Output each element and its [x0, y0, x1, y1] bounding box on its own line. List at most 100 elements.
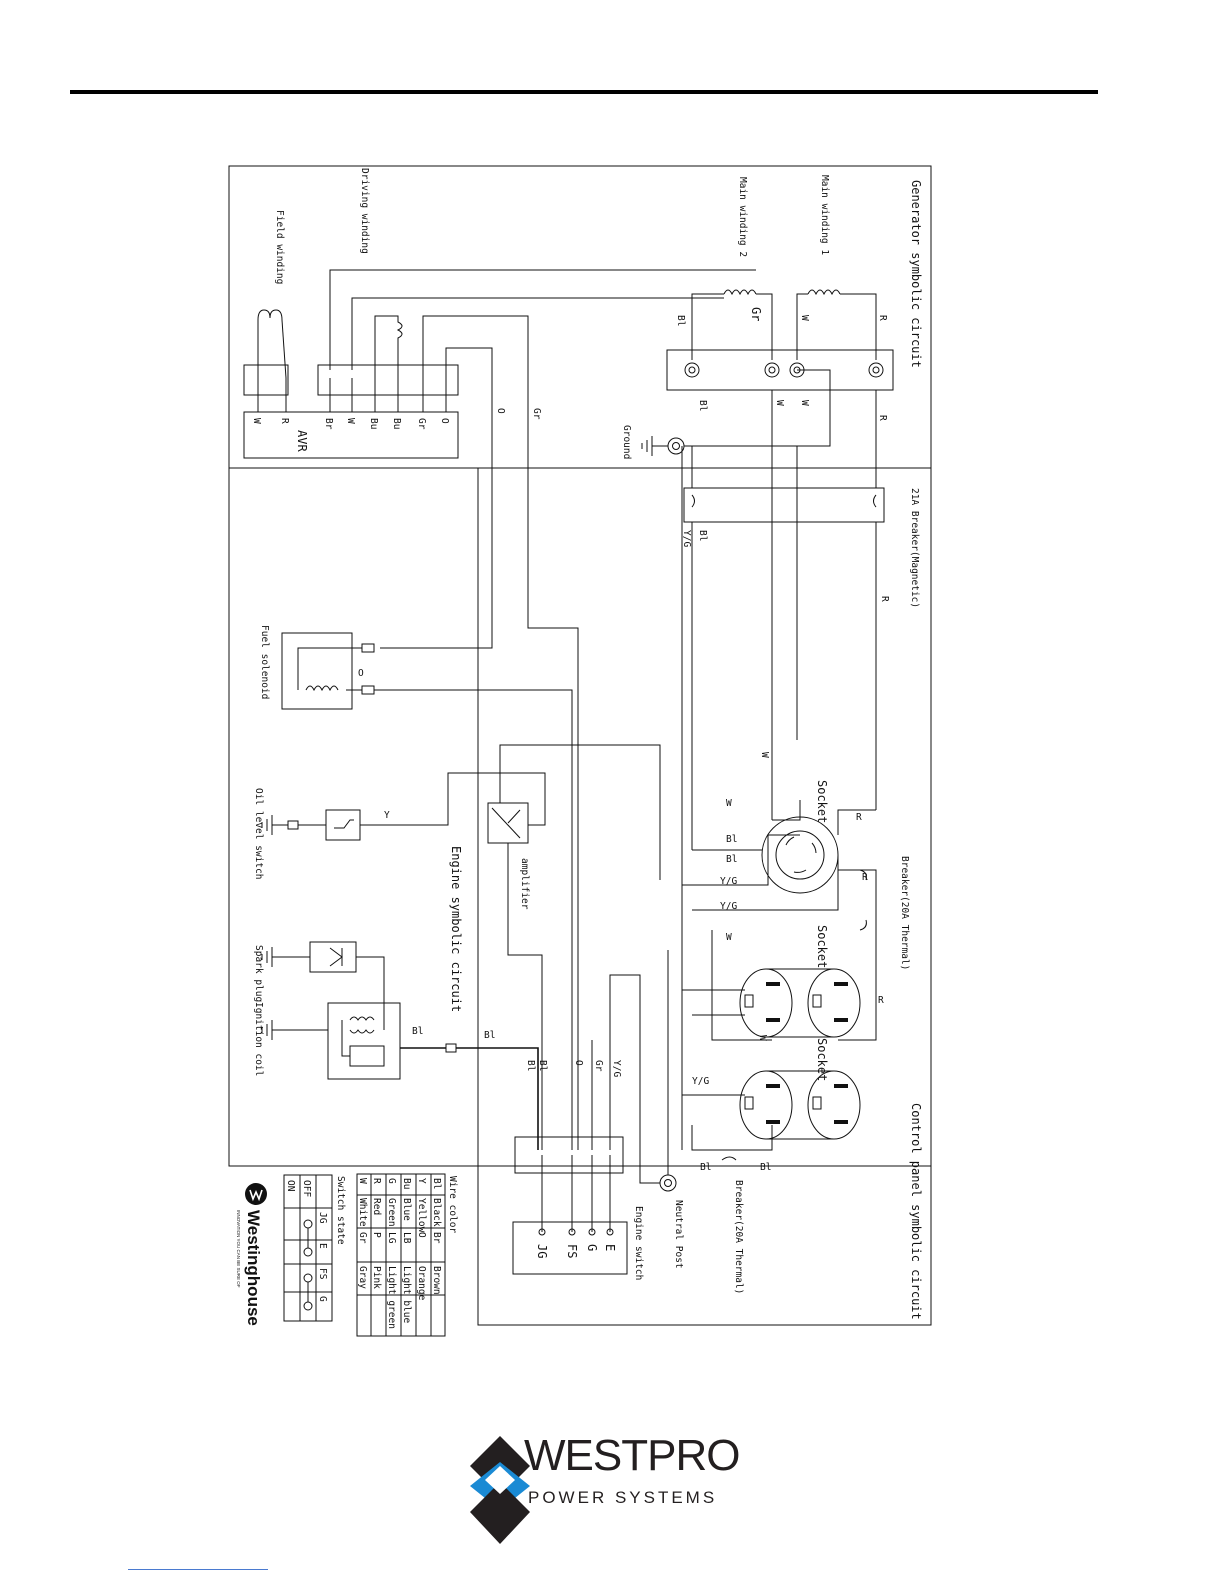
svg-text:Bl: Bl: [525, 1060, 536, 1071]
svg-text:W: W: [759, 752, 770, 758]
amplifier-label: amplifier: [519, 858, 530, 910]
svg-text:R: R: [879, 596, 890, 602]
svg-text:Bl: Bl: [700, 1162, 711, 1173]
svg-text:R: R: [862, 872, 868, 883]
wire-color-cell: Red: [371, 1198, 382, 1215]
svg-text:Bl: Bl: [537, 1060, 548, 1071]
svg-text:Y: Y: [384, 810, 390, 821]
svg-text:Gr: Gr: [593, 1060, 604, 1072]
avr-terminal-label: O: [439, 418, 450, 424]
main-winding-1-coil: [807, 289, 841, 296]
wire-color-cell: Black: [431, 1198, 442, 1227]
svg-text:O: O: [495, 408, 506, 414]
avr-connector: [317, 364, 459, 396]
switch-state-header: E: [317, 1243, 328, 1249]
field-winding-label: Field winding: [274, 210, 285, 284]
wire-color-cell: Bl: [431, 1178, 442, 1189]
svg-text:Y/G: Y/G: [681, 530, 692, 547]
wire-color-cell: LG: [386, 1232, 397, 1244]
switch-state-header: FS: [317, 1268, 328, 1280]
wire-color-cell: O: [416, 1232, 427, 1238]
breaker-21a: [683, 487, 885, 523]
switch-state-header: G: [317, 1296, 328, 1302]
switch-state-table: JG E FS G OFF ON: [283, 1174, 333, 1322]
svg-text:O: O: [358, 668, 364, 679]
westinghouse-logo: Westinghouse INNOVATION YOU CAN BE SURE …: [236, 1183, 267, 1326]
svg-text:Gr: Gr: [531, 408, 542, 420]
twist-lock-socket: [761, 816, 839, 894]
wire-color-cell: Y: [416, 1178, 427, 1184]
svg-text:R: R: [877, 415, 888, 421]
engine-switch-box: [512, 1221, 628, 1275]
neutral-post-label: Neutral Post: [673, 1200, 684, 1269]
breaker-20a-1-label: Breaker(20A Thermal): [899, 856, 910, 970]
bu-loop-coil: [374, 315, 403, 378]
field-winding-coil: [257, 309, 283, 321]
wire-color-cell: Blue: [401, 1198, 412, 1221]
engine-switch-terminal-label: JG: [535, 1244, 549, 1258]
field-connector: [243, 364, 289, 396]
switch-state-row-label: ON: [285, 1180, 296, 1192]
spark-plug-label: Spark plug: [253, 945, 264, 1002]
svg-text:Y/G: Y/G: [720, 876, 737, 887]
oil-level-switch-box: [325, 809, 361, 841]
wire-color-cell: P: [371, 1232, 382, 1238]
avr-terminal-label: W: [251, 418, 262, 424]
engine-switch-terminal-label: G: [585, 1244, 599, 1251]
neutral-post: [659, 1174, 677, 1192]
westpro-name: WESTPRO: [524, 1431, 739, 1480]
avr-terminal-label: Bu: [391, 418, 402, 429]
wire-color-cell: Brown: [431, 1266, 442, 1295]
svg-text:O: O: [573, 1060, 584, 1066]
driving-winding-label: Driving winding: [359, 168, 370, 254]
svg-text:Bl: Bl: [412, 1026, 423, 1037]
wire-color-cell: Gr: [357, 1232, 368, 1244]
westinghouse-name: Westinghouse: [244, 1210, 263, 1326]
westpro-logo: WESTPRO POWER SYSTEMS: [470, 1431, 740, 1544]
socket-3-label: Socket: [815, 1038, 829, 1081]
avr-terminal-label: W: [345, 418, 356, 424]
svg-text:Y/G: Y/G: [692, 1076, 709, 1087]
header-rule: [70, 90, 1098, 94]
wire-color-cell: Pink: [371, 1266, 382, 1289]
avr-terminal-label: Br: [323, 418, 334, 430]
socket-2-label: Socket: [815, 925, 829, 968]
avr-terminal-label: Bu: [368, 418, 379, 429]
westpro-diamond-bottom: [470, 1482, 530, 1544]
generator-section-title: Generator symbolic circuit: [909, 180, 923, 368]
engine-control-frame: [477, 468, 932, 1326]
wire-color-cell: Yellow: [416, 1198, 427, 1233]
avr-terminal-label: R: [279, 418, 290, 424]
fuel-solenoid-coil: [305, 685, 339, 692]
terminal-board: [666, 349, 894, 391]
fuel-solenoid-box: [281, 632, 353, 710]
diagram-frame: [228, 165, 932, 1167]
svg-text:W: W: [757, 1035, 768, 1041]
socket-1-label: Socket: [815, 780, 829, 823]
wire-color-table: BlBlackBrBrownYYellowOOrangeBuBlueLBLigh…: [356, 1173, 446, 1337]
ground-label: Ground: [621, 425, 632, 459]
wire-color-cell: Light blue: [401, 1266, 412, 1323]
avr-box: [243, 411, 459, 459]
wire-color-title: Wire color: [447, 1176, 458, 1233]
engine-switch-connector: [514, 1136, 624, 1174]
engine-section-title: Engine symbolic circuit: [449, 846, 463, 1012]
svg-text:W: W: [799, 315, 810, 321]
control-panel-section-title: Control panel symbolic circuit: [909, 1103, 923, 1320]
svg-text:Bl: Bl: [484, 1030, 495, 1041]
svg-text:Bl: Bl: [760, 1162, 771, 1173]
wire-color-cell: Gray: [357, 1266, 368, 1289]
fuel-solenoid-label: Fuel solenoid: [259, 625, 270, 699]
svg-text:Y/G: Y/G: [611, 1060, 622, 1077]
wire-color-cell: Orange: [416, 1266, 427, 1301]
svg-text:Gr: Gr: [749, 307, 763, 321]
switch-state-header: JG: [317, 1212, 328, 1224]
wire-color-cell: R: [371, 1178, 382, 1184]
engine-switch-label: Engine switch: [633, 1206, 644, 1280]
svg-text:W: W: [726, 932, 732, 943]
main-winding-2-coil: [723, 289, 757, 296]
switch-state-row-label: OFF: [301, 1180, 312, 1197]
svg-text:W: W: [799, 400, 810, 406]
svg-text:W: W: [774, 400, 785, 406]
